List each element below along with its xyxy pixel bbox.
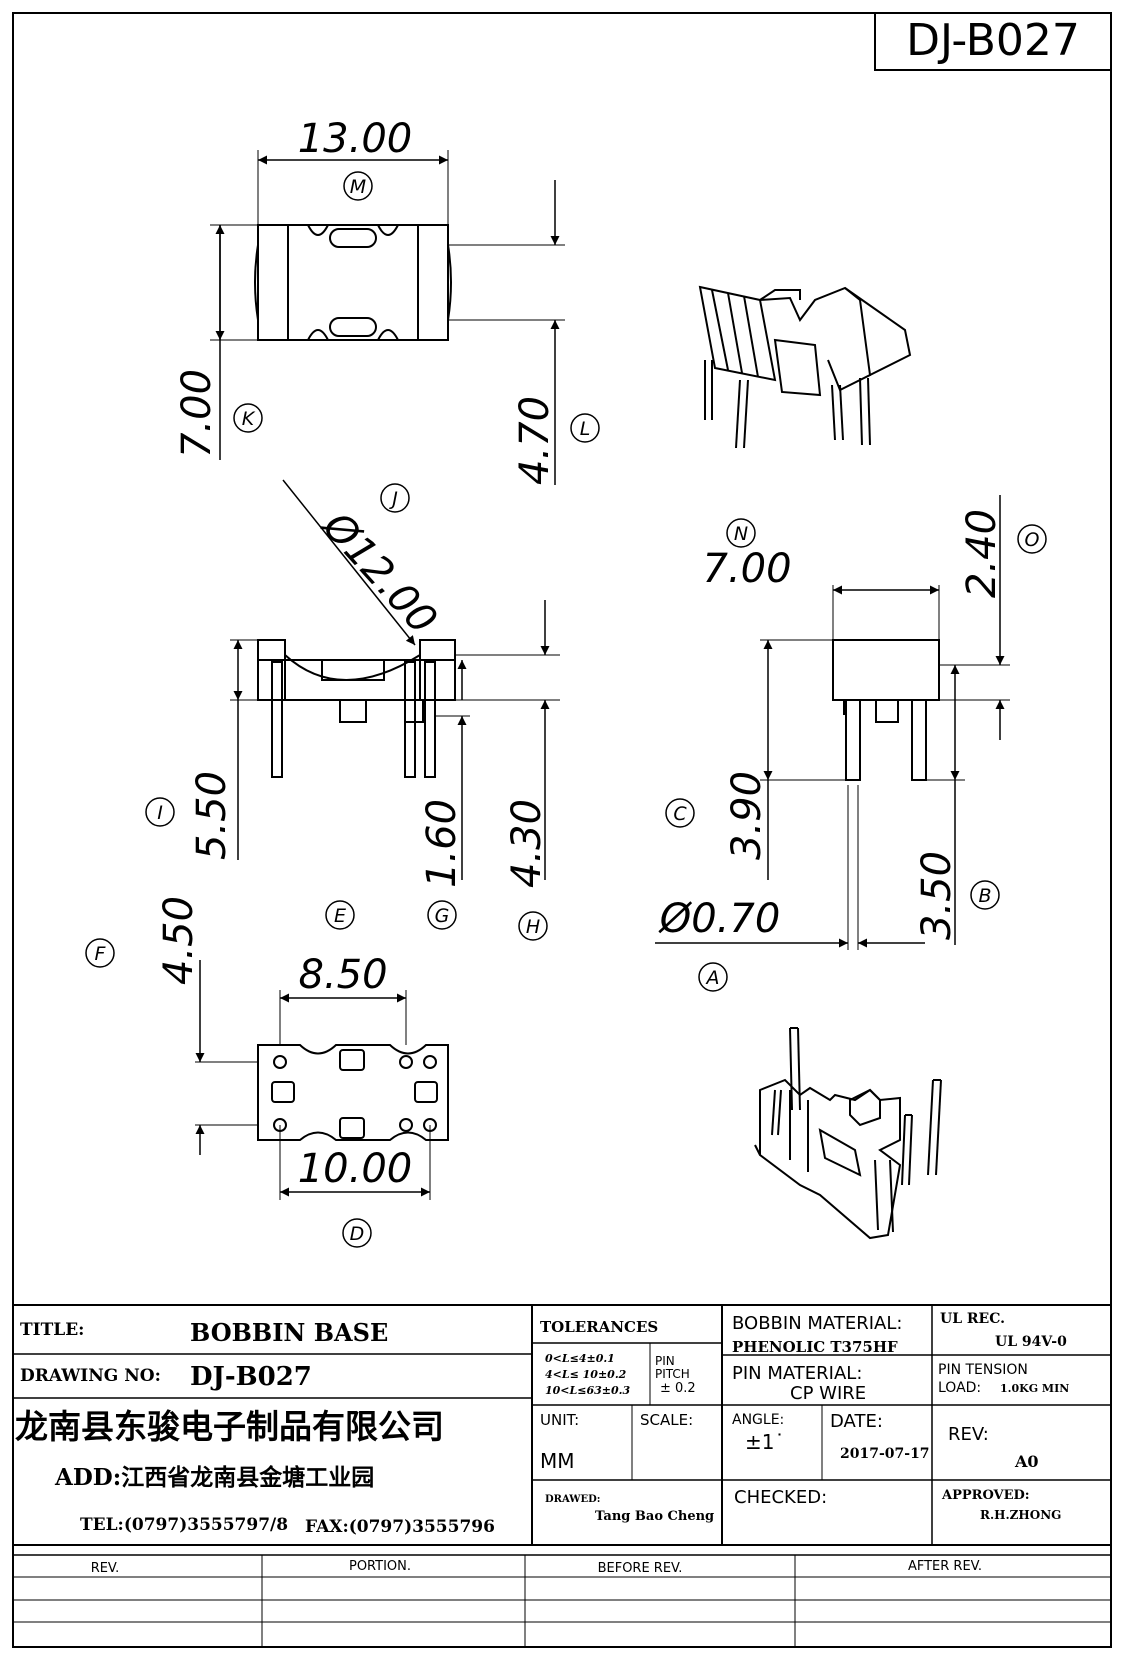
date-value: 2017-07-17	[840, 1446, 930, 1462]
isometric-view-top	[698, 285, 912, 449]
drawed-label: DRAWED:	[545, 1494, 600, 1505]
rev-value: A0	[1014, 1452, 1039, 1471]
pin-pitch-label-1: PIN	[655, 1354, 675, 1368]
date-label: DATE:	[830, 1411, 883, 1432]
rev-column-header: REV.	[91, 1561, 120, 1576]
dim-3-50: 3.50	[914, 851, 960, 940]
label-l: L	[580, 418, 591, 440]
pin-material-value: CP WIRE	[790, 1383, 866, 1404]
tolerances-label: TOLERANCES	[540, 1318, 658, 1336]
tolerance-line-3: 10<L≤63±0.3	[545, 1384, 630, 1397]
company-tel: TEL:(0797)3555797/8	[80, 1515, 288, 1535]
title-label: TITLE:	[20, 1320, 84, 1340]
label-k: K	[242, 408, 256, 430]
callout-label-text: M K L J N O I C B G H E F A D	[95, 176, 1040, 1245]
label-b: B	[978, 885, 991, 907]
dim-5-50: 5.50	[189, 771, 235, 860]
dim-7-00-side: 7.00	[702, 546, 791, 592]
label-i: I	[157, 802, 163, 824]
pin-tension-label: PIN TENSION	[938, 1362, 1028, 1378]
sheet-border	[12, 12, 1112, 1648]
label-h: H	[526, 916, 540, 938]
unit-label: UNIT:	[540, 1411, 579, 1429]
approved-label: APPROVED:	[941, 1488, 1030, 1503]
dim-4-30: 4.30	[504, 799, 550, 888]
label-j: J	[388, 488, 398, 510]
revision-table-headers: REV. PORTION. BEFORE REV. AFTER REV.	[91, 1559, 982, 1576]
dim-2-40: 2.40	[959, 509, 1005, 598]
title-block-text: TITLE: BOBBIN BASE DRAWING NO: DJ-B027 龙…	[15, 1311, 1069, 1537]
drawing-code-box: DJ-B027	[874, 13, 1111, 71]
dim-diameter-12-00: Ø12.00	[312, 502, 445, 643]
dim-4-50: 4.50	[156, 896, 202, 985]
label-o: O	[1025, 529, 1040, 551]
label-f: F	[95, 943, 107, 965]
label-m: M	[350, 176, 366, 198]
load-label: LOAD:	[938, 1380, 981, 1396]
dim-13-00: 13.00	[298, 116, 413, 162]
after-rev-column-header: AFTER REV.	[908, 1559, 982, 1574]
pin-pitch-value: ± 0.2	[660, 1381, 696, 1396]
tolerance-line-1: 0<L≤4±0.1	[545, 1352, 615, 1365]
company-fax: FAX:(0797)3555796	[305, 1517, 495, 1537]
dim-diameter-0-70: Ø0.70	[658, 896, 781, 942]
drawed-value: Tang Bao Cheng	[595, 1509, 714, 1524]
approved-value: R.H.ZHONG	[980, 1508, 1061, 1522]
scale-label: SCALE:	[640, 1411, 693, 1429]
angle-label: ANGLE:	[732, 1412, 784, 1428]
front-view	[230, 479, 560, 880]
isometric-view-bottom	[754, 1027, 942, 1240]
checked-label: CHECKED:	[734, 1487, 827, 1508]
bobbin-material-value: PHENOLIC T375HF	[732, 1338, 898, 1356]
dim-10-00: 10.00	[298, 1146, 413, 1192]
side-view	[655, 495, 1010, 950]
ul-rec-label: UL REC.	[940, 1311, 1005, 1327]
label-d: D	[350, 1223, 365, 1245]
revision-table	[13, 1554, 1111, 1647]
dim-8-50: 8.50	[298, 952, 387, 998]
label-n: N	[734, 523, 748, 545]
dim-3-90: 3.90	[724, 771, 770, 860]
load-value: 1.0KG MIN	[1000, 1382, 1069, 1395]
rev-label: REV:	[948, 1424, 989, 1445]
company-name: 龙南县东骏电子制品有限公司	[15, 1407, 444, 1446]
tolerance-line-2: 4<L≤ 10±0.2	[545, 1368, 627, 1381]
unit-value: MM	[540, 1449, 575, 1473]
dim-4-70: 4.70	[512, 396, 558, 485]
title-block	[13, 1304, 1111, 1546]
angle-value: ±1˙	[745, 1430, 784, 1454]
before-rev-column-header: BEFORE REV.	[598, 1561, 683, 1576]
label-g: G	[435, 905, 450, 927]
title-value: BOBBIN BASE	[190, 1318, 388, 1347]
drawing-no-label: DRAWING NO:	[20, 1366, 161, 1386]
label-a: A	[705, 967, 720, 989]
drawing-code: DJ-B027	[906, 15, 1080, 66]
dim-1-60: 1.60	[419, 799, 465, 888]
pin-material-label: PIN MATERIAL:	[732, 1363, 862, 1384]
company-address: ADD:江西省龙南县金塘工业园	[54, 1464, 374, 1491]
label-e: E	[334, 905, 346, 927]
top-view	[210, 150, 565, 485]
bobbin-material-label: BOBBIN MATERIAL:	[732, 1313, 902, 1334]
drawing-no-value: DJ-B027	[190, 1362, 312, 1392]
dim-7-00-height: 7.00	[174, 369, 220, 458]
label-c: C	[673, 803, 687, 825]
ul-rec-value: UL 94V-0	[995, 1334, 1067, 1350]
portion-column-header: PORTION.	[349, 1559, 411, 1574]
bottom-view	[195, 960, 449, 1200]
callout-labels	[85, 171, 1047, 1248]
pin-pitch-label-2: PITCH	[655, 1367, 690, 1381]
